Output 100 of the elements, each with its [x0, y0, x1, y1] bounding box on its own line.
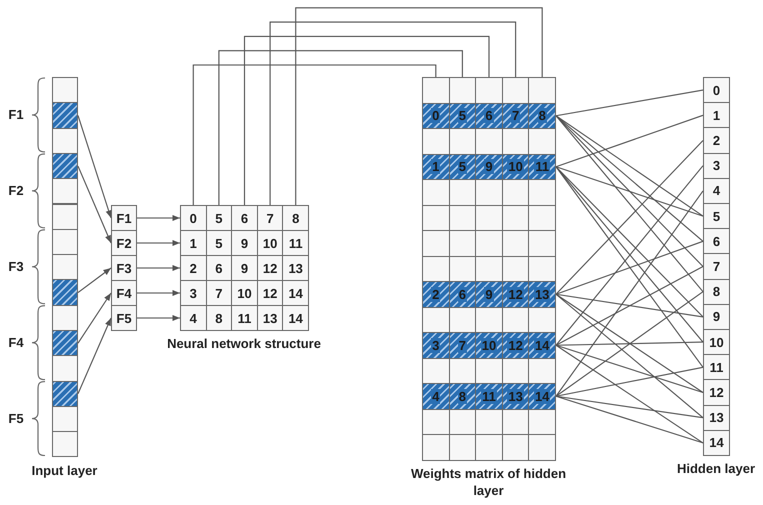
connector-line — [556, 294, 704, 318]
neuron-cell: 6 — [703, 228, 730, 254]
matrix-cell: 14 — [282, 280, 309, 306]
group-label: F5 — [7, 410, 25, 427]
neuron-cell: 7 — [703, 253, 730, 280]
weight-cell — [448, 434, 476, 460]
layer-caption: Hidden layer — [676, 460, 756, 477]
hatched-input-cell — [52, 380, 78, 407]
connector-line — [556, 366, 704, 397]
input-cell — [52, 178, 78, 204]
input-cell — [52, 304, 78, 331]
arrow — [137, 214, 180, 222]
connector-line — [556, 190, 704, 397]
input-cell — [52, 254, 78, 280]
feature-box: F2 — [111, 230, 137, 256]
connector-line — [556, 115, 704, 217]
weight-cell — [475, 77, 503, 104]
connector-line — [295, 7, 543, 205]
input-cell — [52, 77, 78, 104]
connector-line — [218, 50, 463, 205]
input-cell — [52, 406, 78, 432]
weight-cell — [528, 179, 556, 206]
connector-line — [556, 344, 704, 394]
neuron-cell: 3 — [703, 152, 730, 179]
neuron-cell: 13 — [703, 404, 730, 431]
matrix-cell: 4 — [180, 305, 207, 331]
weight-cell — [528, 77, 556, 104]
matrix-cell: 13 — [282, 255, 309, 281]
weight-cell — [528, 408, 556, 435]
matrix-cell: 2 — [180, 255, 207, 281]
arrow — [137, 264, 180, 272]
arrow — [78, 268, 112, 293]
matrix-cell: 11 — [282, 230, 309, 256]
neuron-cell: 5 — [703, 203, 730, 230]
neuron-cell: 1 — [703, 102, 730, 128]
input-cell — [52, 204, 78, 230]
connector-line — [556, 140, 704, 295]
layer-caption: Neural network structure — [166, 335, 322, 352]
hatched-input-cell — [52, 152, 78, 180]
neuron-cell: 11 — [703, 354, 730, 380]
matrix-cell: 9 — [231, 255, 258, 281]
weight-cell — [528, 128, 556, 154]
weight-cell — [528, 230, 556, 256]
hatched-weight-cell: 2 — [422, 281, 450, 308]
weight-cell — [475, 128, 503, 154]
group-label: F2 — [7, 182, 25, 199]
weight-cell — [422, 434, 450, 460]
weight-cell — [502, 434, 530, 460]
layer-caption: Weights matrix of hidden layer — [410, 464, 568, 498]
neuron-cell: 12 — [703, 379, 730, 406]
matrix-cell: 14 — [282, 305, 309, 331]
matrix-cell: 10 — [231, 280, 258, 306]
connector-line — [244, 36, 490, 205]
weight-cell — [475, 434, 503, 460]
feature-box: F3 — [111, 255, 137, 281]
hatched-input-cell — [52, 102, 78, 129]
hatched-weight-cell: 4 — [422, 383, 450, 410]
hatched-weight-cell: 9 — [475, 281, 503, 308]
neuron-cell: 9 — [703, 304, 730, 330]
connector-line — [556, 240, 704, 295]
connector-line — [556, 266, 704, 346]
weight-cell — [422, 128, 450, 154]
neuron-cell: 8 — [703, 278, 730, 305]
input-cell — [52, 128, 78, 154]
matrix-cell: 8 — [282, 205, 309, 231]
arrow — [77, 115, 112, 218]
input-cell — [52, 431, 78, 458]
feature-box: F5 — [111, 305, 137, 331]
weight-cell — [422, 77, 450, 104]
matrix-cell: 0 — [180, 205, 207, 231]
neuron-cell: 2 — [703, 127, 730, 154]
neuron-cell: 14 — [703, 430, 730, 456]
hatched-input-cell — [52, 330, 78, 356]
weight-cell — [475, 230, 503, 256]
hatched-weight-cell: 8 — [528, 102, 556, 129]
hatched-weight-cell: 14 — [528, 383, 556, 410]
input-cell — [52, 228, 78, 256]
hatched-weight-cell: 11 — [528, 154, 556, 180]
connector-line — [556, 166, 704, 217]
connector-line — [556, 90, 704, 116]
hatched-weight-cell: 14 — [528, 332, 556, 358]
group-label: F1 — [7, 106, 25, 123]
arrow — [78, 166, 112, 244]
weight-cell — [528, 358, 556, 384]
matrix-cell: 3 — [180, 280, 207, 306]
weight-cell — [528, 204, 556, 231]
connector-line — [556, 294, 704, 418]
connector-line — [556, 396, 704, 444]
connector-line — [556, 344, 704, 444]
matrix-cell: 13 — [256, 305, 284, 331]
feature-box: F4 — [111, 280, 137, 306]
connector-line — [192, 64, 436, 205]
neuron-cell: 4 — [703, 178, 730, 204]
weight-cell — [422, 230, 450, 256]
input-cell — [52, 355, 78, 382]
hatched-weight-cell: 13 — [528, 281, 556, 308]
weight-cell — [528, 306, 556, 333]
matrix-cell: 9 — [231, 230, 258, 256]
matrix-cell: 1 — [180, 230, 207, 256]
hatched-weight-cell: 10 — [475, 332, 503, 358]
